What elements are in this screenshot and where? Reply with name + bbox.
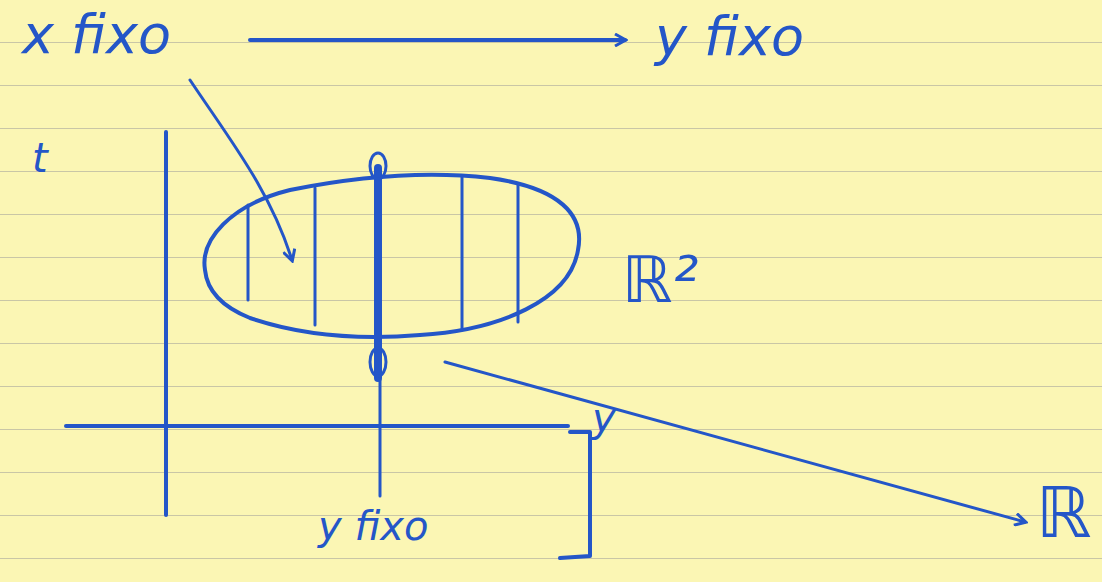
implication-arrow <box>250 38 625 42</box>
slice-line <box>247 205 250 300</box>
pointer-arrow <box>190 80 292 260</box>
y-axis <box>66 424 568 428</box>
handwritten-label: t <box>32 138 48 178</box>
endpoint <box>370 348 386 376</box>
slice-line <box>461 176 464 330</box>
slice-line <box>517 184 520 322</box>
handwritten-label: x fixo <box>22 8 171 62</box>
handwritten-label: ℝ² <box>622 248 698 312</box>
mapping-arrow <box>445 362 1025 522</box>
endpoint <box>370 153 386 179</box>
handwritten-label: y fixo <box>655 10 804 64</box>
slice-line <box>314 188 317 325</box>
handwritten-label: y <box>592 398 616 438</box>
t-axis <box>164 132 168 515</box>
axis-bracket <box>560 432 590 558</box>
handwritten-label: ℝ <box>1036 478 1091 548</box>
tick-line <box>379 380 382 496</box>
handwritten-label: y fixo <box>318 506 428 546</box>
region-outline <box>204 175 579 337</box>
